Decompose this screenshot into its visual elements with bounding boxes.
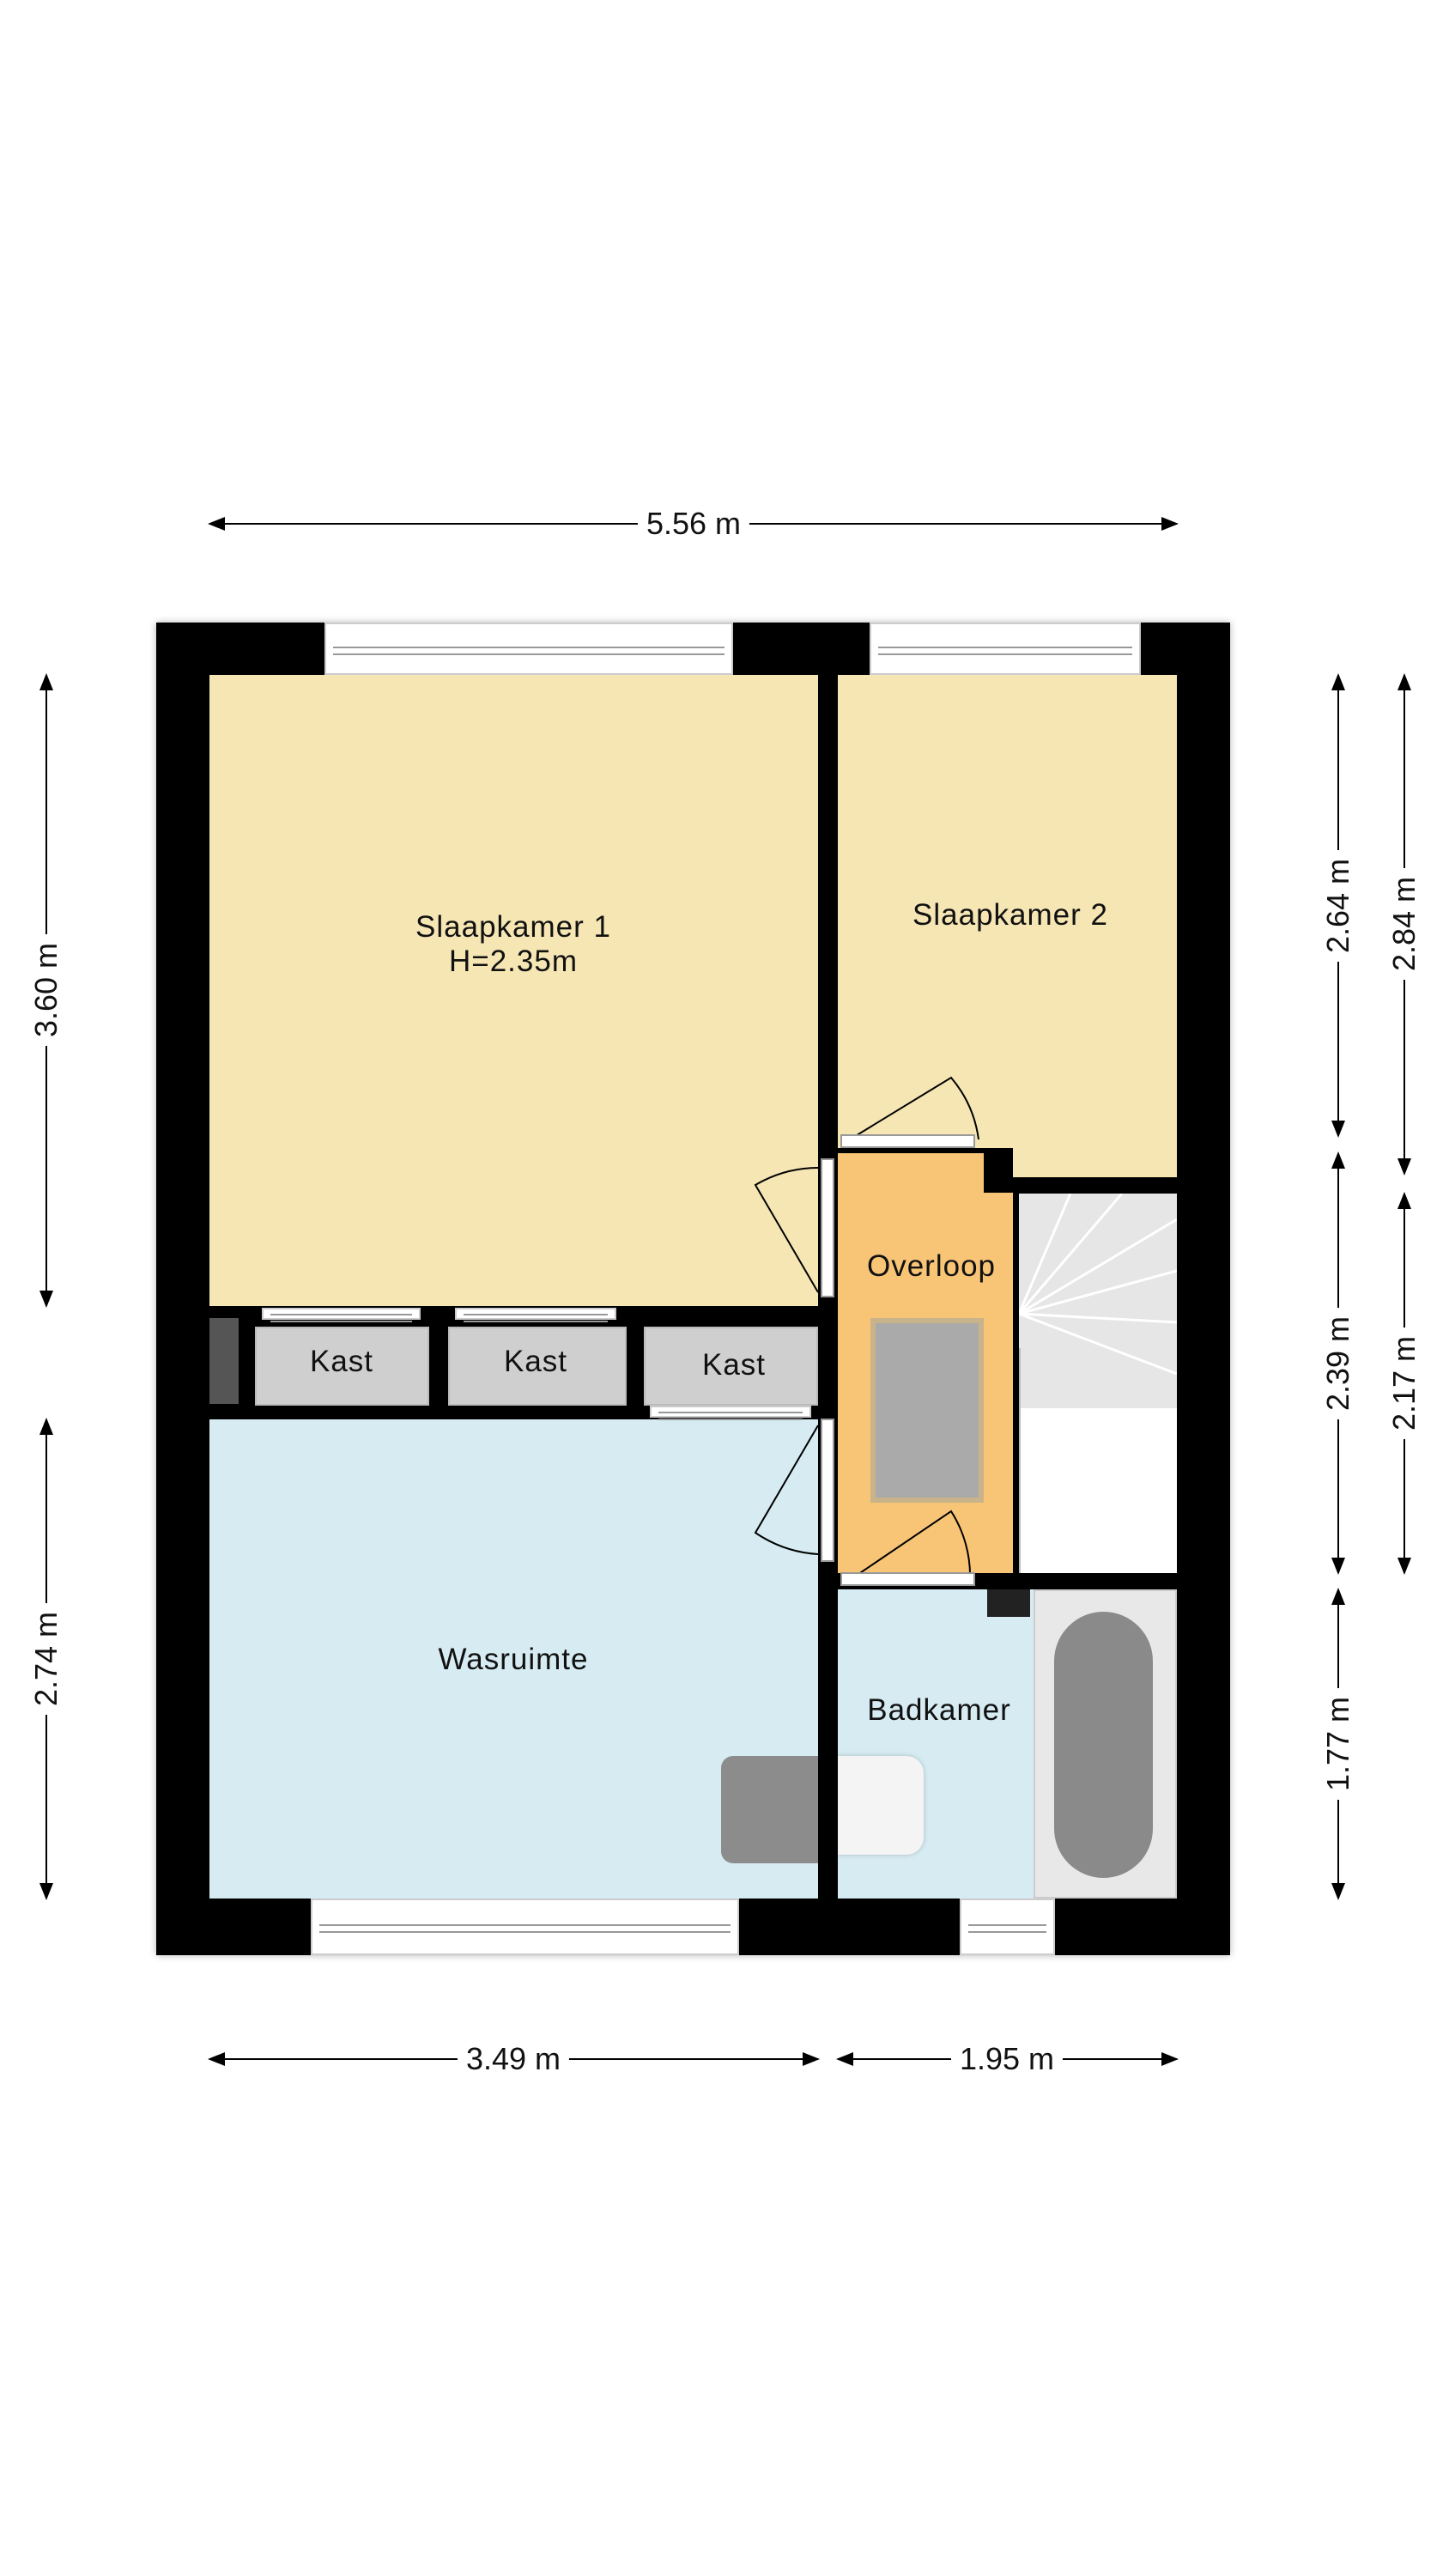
window-badkamer (960, 1899, 1055, 1955)
closet-door-2[interactable] (455, 1308, 616, 1322)
dim-left-bottom: 2.74 m (28, 1602, 64, 1716)
dim-right-inner-3: 1.77 m (1320, 1687, 1356, 1801)
closet-door-1[interactable] (262, 1308, 421, 1322)
dim-right-inner-1: 2.64 m (1320, 849, 1356, 963)
label-slaapkamer-1: Slaapkamer 1 H=2.35m (415, 910, 611, 979)
window-wasruimte (311, 1899, 739, 1955)
door-slaapkamer-1-icon (754, 1167, 819, 1293)
room-slaapkamer-1 (209, 675, 818, 1306)
window-slaapkamer-1 (324, 623, 733, 675)
room-name: Slaapkamer 1 (415, 910, 611, 944)
washing-machine-icon (721, 1756, 818, 1863)
room-height: H=2.35m (448, 945, 578, 978)
dim-right-inner-2: 2.39 m (1320, 1307, 1356, 1420)
door-slaapkamer-2-icon (849, 1076, 979, 1140)
dim-right-outer-2: 2.17 m (1386, 1327, 1422, 1440)
closet-2 (448, 1327, 627, 1406)
bathtub-icon (1034, 1589, 1177, 1899)
label-kast-1: Kast (309, 1345, 374, 1378)
landing-rug (870, 1318, 984, 1503)
window-slaapkamer-2 (870, 623, 1141, 675)
door-wasruimte-icon (754, 1425, 819, 1555)
dim-left-top: 3.60 m (28, 933, 64, 1047)
sink-icon (838, 1756, 924, 1855)
dim-top: 5.56 m (637, 506, 750, 542)
label-overloop: Overloop (866, 1249, 997, 1283)
room-slaapkamer-2-ext (1006, 1148, 1177, 1177)
label-wasruimte: Wasruimte (438, 1643, 589, 1676)
label-slaapkamer-2: Slaapkamer 2 (912, 898, 1108, 932)
room-overloop-notch-wall (984, 1148, 1013, 1193)
closet-1 (255, 1327, 429, 1406)
closet-3 (644, 1327, 818, 1406)
label-kast-3: Kast (701, 1348, 767, 1382)
closet-dark-block (209, 1318, 239, 1404)
closet-door-3[interactable] (650, 1406, 811, 1420)
label-kast-2: Kast (503, 1345, 568, 1378)
room-slaapkamer-2 (838, 675, 1177, 1148)
dim-right-outer-1: 2.84 m (1386, 867, 1422, 981)
boiler-icon (987, 1589, 1030, 1617)
label-badkamer: Badkamer (867, 1693, 1011, 1727)
dim-bottom-right: 1.95 m (950, 2041, 1064, 2077)
dim-bottom-left: 3.49 m (457, 2041, 570, 2077)
room-wasruimte (209, 1419, 818, 1899)
door-badkamer-icon (849, 1510, 972, 1581)
